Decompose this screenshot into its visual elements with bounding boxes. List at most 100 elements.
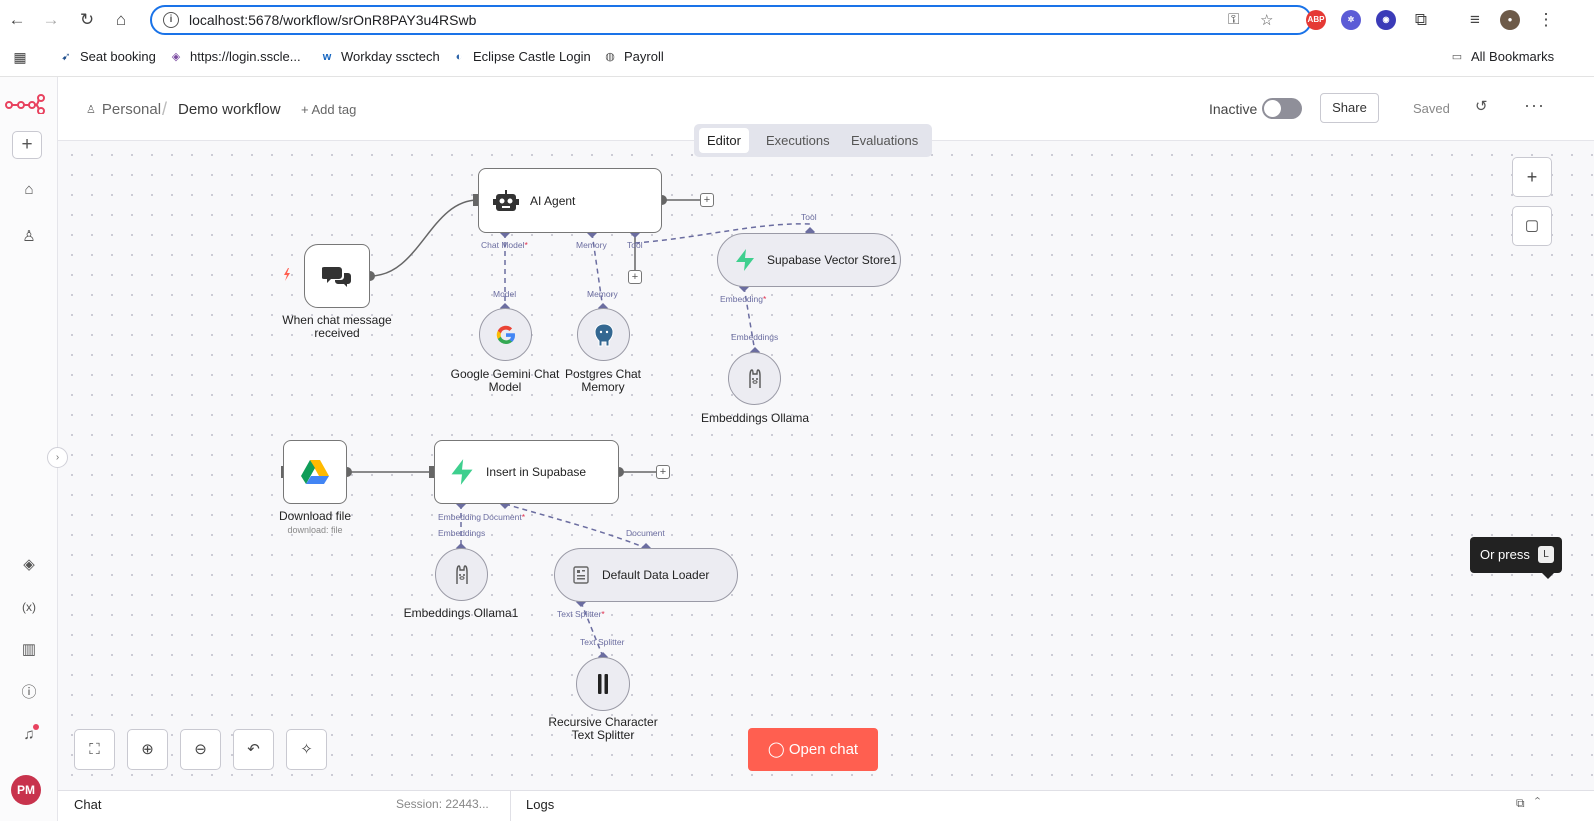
add-node-button[interactable]: + — [700, 193, 714, 207]
bookmark-seat-booking[interactable]: ➹Seat booking — [59, 49, 156, 64]
bookmark-eclipse[interactable]: ◐Eclipse Castle Login — [452, 49, 591, 64]
ollama-llama-icon — [748, 368, 761, 388]
expand-sidebar-button[interactable]: › — [47, 447, 68, 468]
help-icon[interactable]: ⓘ — [21, 684, 37, 701]
reset-zoom-icon[interactable]: ↶ — [233, 729, 274, 770]
logs-panel-title[interactable]: Logs — [526, 797, 555, 812]
port-label-embedding-insert: Embedding — [438, 512, 482, 522]
node-ai-agent[interactable]: AI Agent — [478, 168, 662, 233]
site-info-icon[interactable]: i — [163, 12, 179, 28]
chat-bubbles-icon — [322, 267, 351, 287]
zoom-out-icon[interactable]: ⊖ — [180, 729, 221, 770]
node-insert-supabase[interactable]: Insert in Supabase — [434, 440, 619, 504]
required-mark: * — [524, 240, 528, 250]
chevron-up-icon[interactable]: ⌃ — [1534, 796, 1541, 810]
node-label: Embeddings Ollama1 — [403, 606, 519, 620]
url-text[interactable]: localhost:5678/workflow/srOnR8PAY3u4RSwb — [189, 12, 477, 28]
home-icon[interactable]: ⌂ — [115, 10, 127, 29]
bookmark-login-ssctech[interactable]: ◈https://login.sscle... — [169, 49, 301, 64]
create-button[interactable]: + — [12, 131, 42, 159]
open-chat-button[interactable]: ◯ Open chat — [748, 728, 878, 771]
node-download[interactable] — [283, 440, 347, 504]
history-icon[interactable]: ↺ — [1475, 98, 1488, 115]
login-favicon-icon: ◈ — [171, 50, 181, 63]
bookmark-workday[interactable]: w Workday ssctech — [320, 49, 440, 64]
tooltip-text: Or press — [1480, 547, 1530, 562]
insights-icon[interactable]: ▥ — [21, 641, 37, 658]
more-options-icon[interactable]: ··· — [1524, 95, 1545, 115]
sticky-note-icon[interactable]: ▢ — [1512, 206, 1552, 246]
variables-icon[interactable]: (x) — [22, 600, 36, 614]
port-label-text-splitter: Text Splitter* — [557, 609, 605, 619]
password-key-icon[interactable]: ⚿ — [1228, 11, 1240, 28]
bookmark-payroll[interactable]: ◍Payroll — [603, 49, 664, 64]
bookmark-label: Eclipse Castle Login — [473, 49, 591, 64]
port-text: Document — [483, 512, 522, 522]
port-label-model: Model — [493, 289, 517, 299]
add-node-panel-button[interactable]: + — [1512, 157, 1552, 197]
open-chat-label: Open chat — [788, 741, 859, 758]
fit-view-icon[interactable]: ⛶ — [74, 729, 115, 770]
node-label: Embeddings Ollama — [700, 411, 810, 425]
view-tabs: Editor Executions Evaluations — [694, 124, 932, 157]
tidy-up-icon[interactable]: ✧ — [286, 729, 327, 770]
browser-menu-icon[interactable]: ⋮ — [1537, 10, 1555, 29]
port-label-text-splitter-in: Text Splitter — [580, 637, 625, 647]
add-tag-button[interactable]: + Add tag — [301, 102, 357, 117]
user-icon[interactable]: ♙ — [22, 228, 36, 245]
required-mark: * — [521, 512, 526, 522]
workflow-title[interactable]: Demo workflow — [178, 101, 281, 118]
tooltip-key: L — [1538, 546, 1554, 563]
share-button[interactable]: Share — [1320, 93, 1379, 123]
port-label-document-in: Document — [626, 528, 665, 538]
zoom-in-icon[interactable]: ⊕ — [127, 729, 168, 770]
google-g-icon — [496, 325, 515, 344]
avatar[interactable]: PM — [11, 775, 41, 805]
popout-icon[interactable]: ⧉ — [1516, 796, 1525, 810]
node-label: Recursive Character Text Splitter — [548, 715, 658, 742]
node-text-splitter[interactable] — [576, 657, 630, 711]
node-postgres[interactable] — [577, 308, 630, 361]
node-gemini[interactable] — [479, 308, 532, 361]
node-chat-trigger[interactable] — [304, 244, 370, 308]
add-tool-button[interactable]: + — [628, 270, 642, 284]
toggle-knob — [1264, 100, 1281, 117]
bookmark-star-icon[interactable]: ☆ — [1260, 12, 1274, 29]
node-label: When chat message received — [282, 313, 392, 340]
forward-icon[interactable]: → — [42, 10, 60, 29]
document-icon — [573, 566, 589, 584]
home-icon[interactable]: ⌂ — [24, 181, 34, 198]
apps-grid-icon[interactable]: ▦ — [13, 49, 27, 65]
chat-panel-title[interactable]: Chat — [74, 797, 102, 812]
extensions-puzzle-icon[interactable]: ⧉ — [1414, 10, 1428, 29]
splitter-bars-icon — [598, 674, 608, 694]
tab-executions[interactable]: Executions — [766, 133, 830, 148]
back-icon[interactable]: ← — [8, 10, 26, 29]
adblock-extension-icon[interactable]: ABP — [1306, 10, 1326, 30]
extension-icon[interactable]: ✲ — [1341, 10, 1361, 30]
port-text: Chat Model — [481, 240, 525, 250]
address-bar[interactable]: i localhost:5678/workflow/srOnR8PAY3u4RS… — [150, 5, 1312, 35]
tab-evaluations[interactable]: Evaluations — [851, 133, 919, 148]
all-bookmarks[interactable]: ▭All Bookmarks — [1450, 49, 1554, 64]
tab-editor[interactable]: Editor — [699, 128, 749, 153]
node-ollama1[interactable] — [435, 548, 488, 601]
port-label-embeddings-in: Embeddings — [438, 528, 486, 538]
chat-bubble-icon: ◯ — [767, 741, 789, 758]
active-toggle[interactable] — [1262, 98, 1302, 119]
workday-favicon-icon: w — [322, 50, 332, 63]
node-ollama[interactable] — [728, 352, 781, 405]
extension-icon-2[interactable]: ◉ — [1376, 10, 1396, 30]
reload-icon[interactable]: ↻ — [79, 10, 95, 29]
n8n-logo-icon[interactable] — [5, 94, 45, 114]
templates-icon[interactable]: ◈ — [23, 556, 35, 573]
node-vector-store[interactable]: Supabase Vector Store1 — [717, 233, 901, 287]
notifications-bell-icon[interactable]: ♫ — [23, 726, 35, 743]
node-data-loader[interactable]: Default Data Loader — [554, 548, 738, 602]
add-node-button[interactable]: + — [656, 465, 670, 479]
port-label-document: Document* — [483, 512, 525, 522]
media-control-icon[interactable]: ≡ — [1470, 10, 1480, 29]
breadcrumb-project[interactable]: ♙Personal — [86, 101, 161, 118]
profile-avatar[interactable]: ● — [1500, 10, 1520, 30]
bookmark-label: Workday ssctech — [341, 49, 440, 64]
